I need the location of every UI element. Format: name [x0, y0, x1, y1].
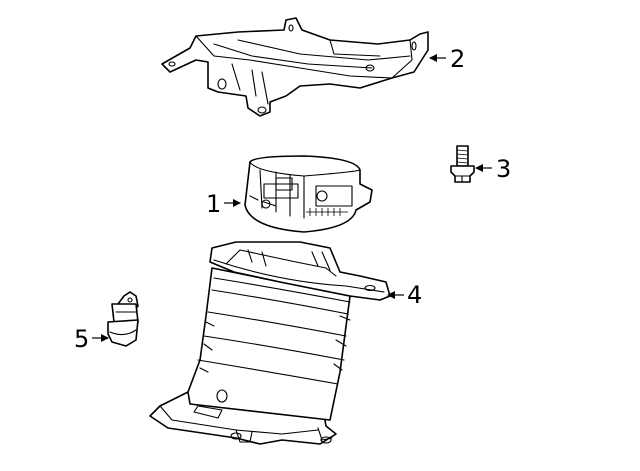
air-spring-part[interactable]	[149, 241, 391, 445]
callout-5-label: 5	[74, 325, 89, 353]
callout-1-label: 1	[206, 190, 221, 218]
callout-2-label: 2	[450, 45, 465, 73]
callout-3-label: 3	[496, 155, 511, 183]
bracket-part[interactable]	[161, 17, 429, 117]
fitting-part[interactable]	[107, 291, 139, 347]
module-part[interactable]	[244, 155, 373, 233]
callout-4-label: 4	[407, 281, 422, 309]
bolt-part[interactable]	[450, 145, 475, 183]
